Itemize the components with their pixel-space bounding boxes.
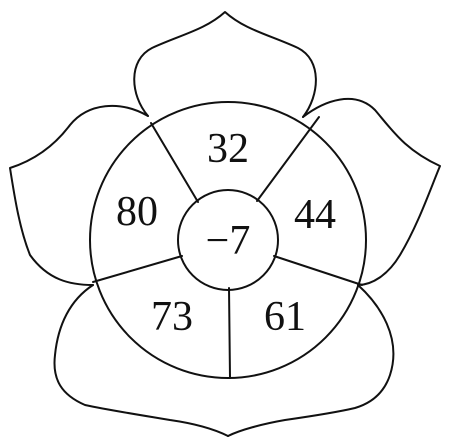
divider-left (93, 256, 182, 282)
sector-number-left: 80 (116, 189, 158, 235)
sector-number-right: 44 (294, 192, 336, 238)
divider-upper-right (257, 117, 319, 201)
petal-lower-right (228, 285, 393, 436)
sector-number-lower-left: 73 (151, 294, 193, 340)
sector-number-lower-right: 61 (264, 294, 306, 340)
center-number: −7 (206, 218, 251, 264)
divider-bottom (229, 288, 230, 378)
divider-right (274, 256, 362, 285)
sector-number-top: 32 (207, 126, 249, 172)
petal-lower-left (54, 285, 228, 436)
divider-upper-left (151, 123, 198, 202)
